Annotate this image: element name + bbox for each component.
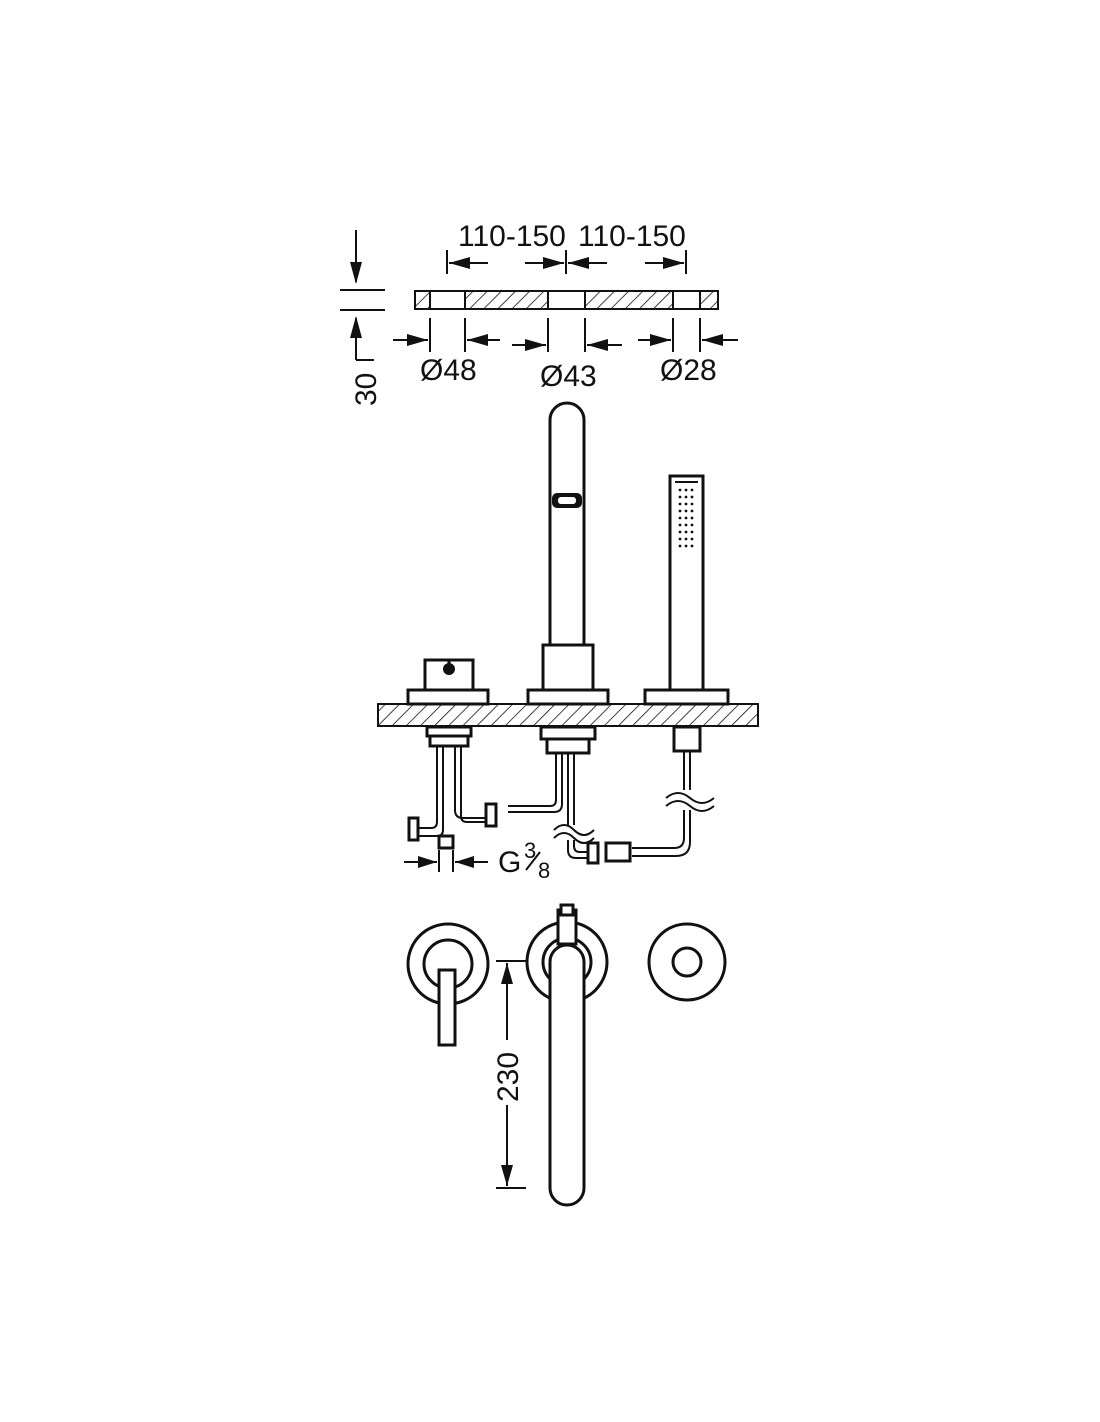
connection-letter: G	[498, 846, 521, 879]
spout-projection-label: 230	[492, 1052, 525, 1102]
shower-hose	[632, 725, 715, 857]
front-elevation: G 3 8	[377, 401, 759, 883]
spacing-right-label: 110-150	[578, 220, 686, 253]
deck-hole-section: 30 110-150	[340, 220, 738, 406]
hand-shower	[643, 474, 730, 706]
hole-diameter-dimensions: Ø48 Ø43 Ø28	[393, 318, 738, 393]
mixer-body	[406, 658, 490, 706]
hole-1-label: Ø48	[420, 354, 477, 387]
mixer-plan	[406, 922, 490, 1047]
deck-surface	[377, 703, 759, 727]
plan-view: 230	[406, 903, 727, 1207]
deck-thickness-label: 30	[350, 373, 383, 406]
connection-dimension: G 3 8	[404, 838, 550, 883]
spout-plan	[525, 903, 609, 1207]
spout-body	[526, 401, 610, 706]
hole-2-label: Ø43	[540, 360, 597, 393]
spout-underdeck	[508, 725, 632, 865]
spacing-left-label: 110-150	[458, 220, 566, 253]
hole-3-label: Ø28	[660, 354, 717, 387]
deck-thickness-dimension: 30	[340, 230, 385, 406]
deck-plate-section	[414, 290, 719, 310]
spacing-dimension: 110-150 110-150	[446, 220, 687, 274]
connection-denominator: 8	[538, 858, 550, 883]
mixer-underdeck	[407, 725, 498, 850]
shower-plan	[647, 922, 727, 1002]
spout-projection-dimension: 230	[492, 960, 526, 1189]
connection-numerator: 3	[524, 838, 536, 863]
